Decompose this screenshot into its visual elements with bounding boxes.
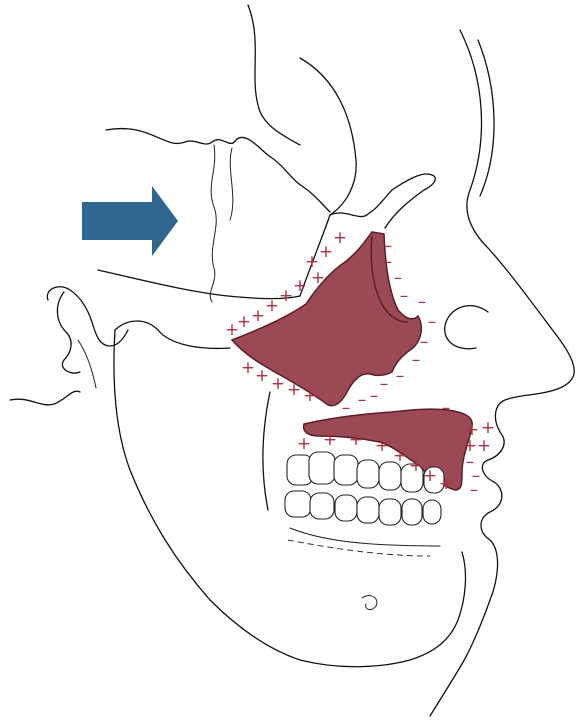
- resorption-minus-sign: –: [342, 398, 351, 418]
- upper-tooth: [334, 455, 358, 485]
- lower-tooth: [310, 493, 334, 519]
- resorption-minus-sign: –: [442, 398, 451, 418]
- nasal-profile: [385, 30, 574, 432]
- deposition-plus-sign: +: [481, 418, 495, 438]
- resorption-minus-sign: –: [394, 268, 403, 288]
- resorption-minus-sign: –: [470, 480, 479, 500]
- upper-tooth: [309, 452, 335, 484]
- deposition-plus-sign: +: [439, 474, 453, 494]
- lower-tooth: [357, 497, 379, 523]
- resorption-minus-sign: –: [400, 286, 409, 306]
- resorption-minus-sign: –: [358, 390, 367, 410]
- right-arrow-icon: [82, 186, 178, 256]
- deposition-plus-sign: +: [323, 430, 337, 450]
- resorption-minus-sign: –: [396, 366, 405, 386]
- upper-tooth: [357, 460, 379, 488]
- deposition-plus-sign: +: [225, 320, 239, 340]
- deposition-plus-sign: +: [375, 436, 389, 456]
- resorption-minus-sign: –: [418, 292, 427, 312]
- deposition-plus-sign: +: [271, 374, 285, 394]
- deposition-plus-sign: +: [279, 286, 293, 306]
- condyle-outline: [10, 287, 128, 405]
- lower-tooth: [335, 495, 357, 521]
- deposition-plus-sign: +: [393, 446, 407, 466]
- lower-tooth: [285, 491, 311, 517]
- deposition-plus-sign: +: [477, 436, 491, 456]
- lower-tooth: [423, 500, 441, 524]
- upper-tooth: [379, 462, 401, 490]
- deposition-plus-sign: +: [265, 296, 279, 316]
- cranial-outline: [98, 5, 392, 302]
- resorption-minus-sign: –: [370, 386, 379, 406]
- resorption-minus-sign: –: [420, 332, 429, 352]
- lower-tooth: [379, 499, 401, 525]
- deposition-plus-sign: +: [241, 358, 255, 378]
- deposition-plus-sign: +: [333, 228, 347, 248]
- deposition-plus-sign: +: [349, 430, 363, 450]
- deposition-plus-sign: +: [255, 366, 269, 386]
- resorption-minus-sign: –: [380, 374, 389, 394]
- deposition-plus-sign: +: [287, 380, 301, 400]
- resorption-minus-sign: –: [412, 350, 421, 370]
- deposition-plus-sign: +: [303, 386, 317, 406]
- resorption-minus-sign: –: [384, 252, 393, 272]
- deposition-plus-sign: +: [311, 268, 325, 288]
- deposition-plus-sign: +: [293, 276, 307, 296]
- resorption-minus-sign: –: [428, 312, 437, 332]
- deposition-plus-sign: +: [319, 242, 333, 262]
- deposition-plus-sign: +: [297, 434, 311, 454]
- deposition-plus-sign: +: [423, 466, 437, 486]
- deposition-plus-sign: +: [409, 456, 423, 476]
- deposition-plus-sign: +: [251, 306, 265, 326]
- lower-tooth: [402, 499, 422, 525]
